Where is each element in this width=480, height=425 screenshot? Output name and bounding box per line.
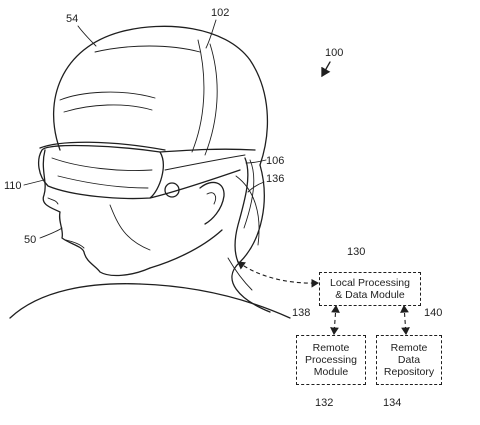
ref-134: 134 — [383, 397, 401, 409]
ref-110: 110 — [4, 180, 22, 192]
ref-136: 136 — [266, 173, 284, 185]
ref-138: 138 — [292, 307, 310, 319]
ref-100: 100 — [325, 47, 343, 59]
remote-processing-module: Remote Processing Module — [296, 335, 366, 385]
link-local-to-remote-processing — [330, 304, 340, 336]
leader-lines — [23, 19, 267, 239]
ref-106: 106 — [266, 155, 284, 167]
remote-data-repository: Remote Data Repository — [376, 335, 442, 385]
ref-140: 140 — [424, 307, 442, 319]
ref-130: 130 — [347, 246, 365, 258]
ref-102: 102 — [211, 7, 229, 19]
link-headset-to-local — [237, 261, 320, 288]
eyewear-frame — [37, 141, 256, 263]
ref-50: 50 — [24, 234, 36, 246]
figure-arrow — [321, 61, 331, 78]
local-processing-data-module: Local Processing & Data Module — [319, 272, 421, 306]
link-local-to-remote-repository — [400, 304, 410, 336]
ref-54: 54 — [66, 13, 78, 25]
ref-132: 132 — [315, 397, 333, 409]
